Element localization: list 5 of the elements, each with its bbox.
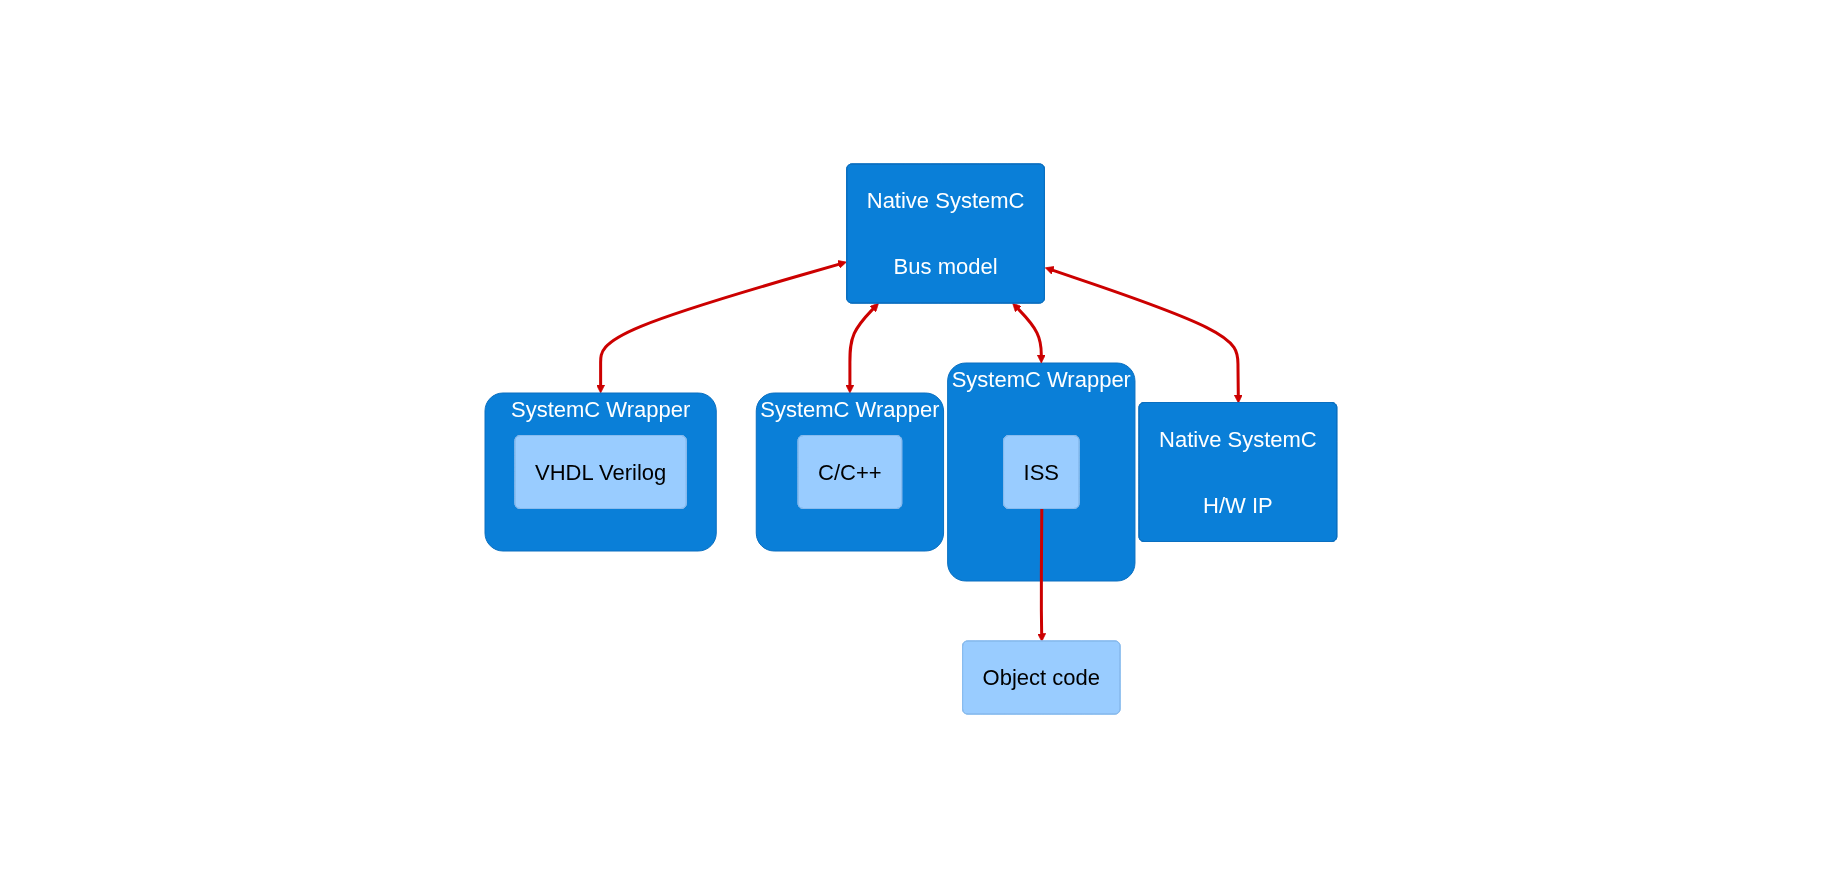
arrow — [1011, 302, 1046, 363]
arrow — [1044, 265, 1243, 403]
arrow — [1036, 508, 1046, 642]
arrow — [595, 259, 847, 393]
arrow — [845, 302, 879, 393]
